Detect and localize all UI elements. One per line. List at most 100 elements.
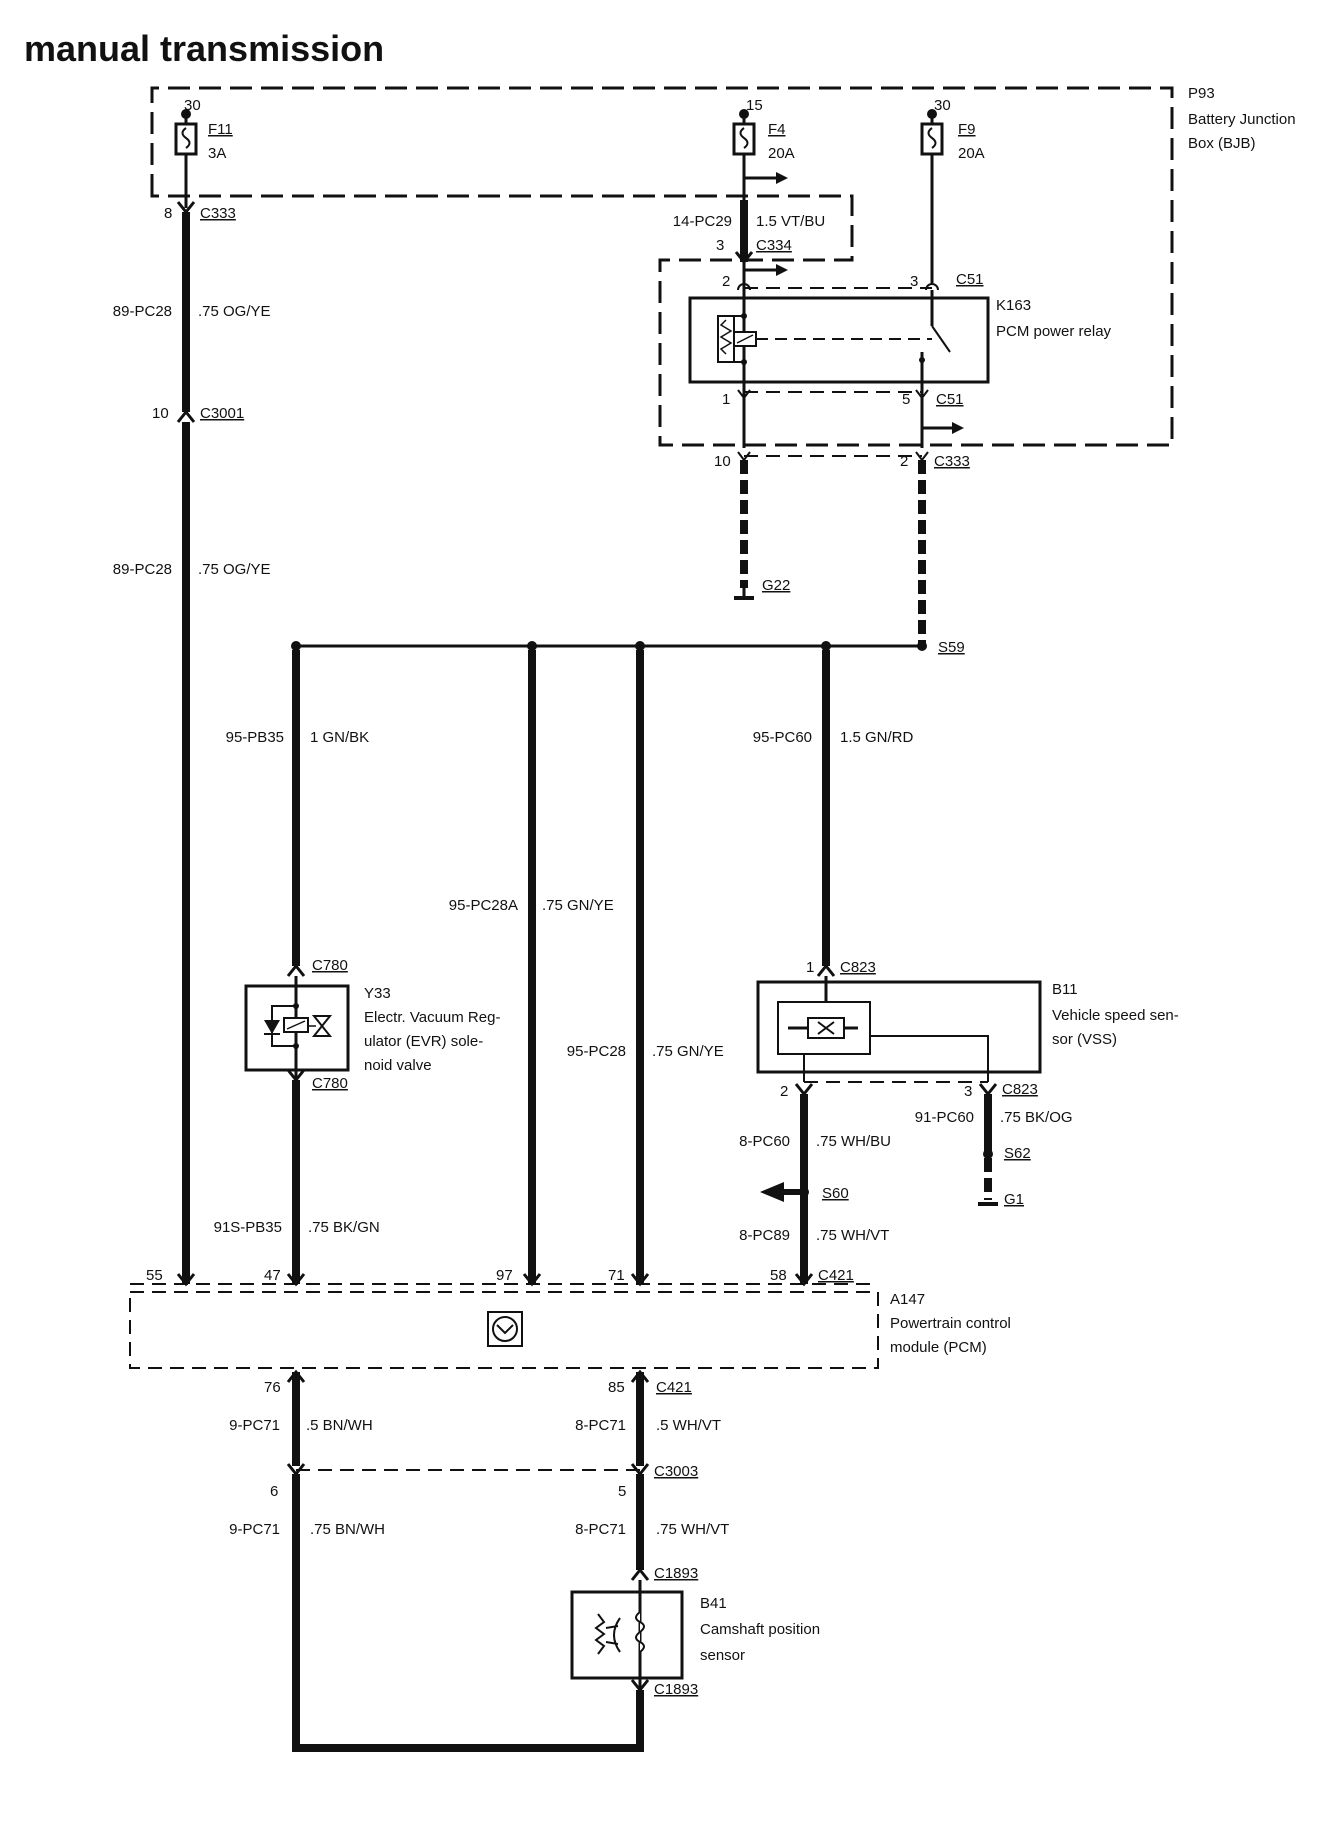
ground-g1-label: G1 bbox=[1004, 1191, 1024, 1208]
wire-pc60-91-circuit: 91-PC60 bbox=[915, 1109, 974, 1126]
splice-s60-label: S60 bbox=[822, 1185, 849, 1202]
evr-name-line2: ulator (EVR) sole- bbox=[364, 1033, 483, 1050]
pcm-outline bbox=[129, 1291, 879, 1369]
wire-pc28-upper-spec: .75 OG/YE bbox=[198, 303, 271, 320]
wire-pc60-95-spec: 1.5 GN/RD bbox=[840, 729, 914, 746]
wire-pc29-circuit: 14-PC29 bbox=[673, 213, 732, 230]
c780-top-id: C780 bbox=[312, 957, 348, 974]
fuse-f11-terminal: 30 bbox=[184, 97, 201, 114]
fuse-f11-id: F11 bbox=[208, 121, 233, 138]
pcm-id: A147 bbox=[890, 1291, 925, 1308]
splice-s62-label: S62 bbox=[1004, 1145, 1031, 1162]
c421-top-pin-71: 71 bbox=[608, 1267, 625, 1284]
relay-k163 bbox=[688, 290, 990, 384]
vss-name-line2: sor (VSS) bbox=[1052, 1031, 1117, 1048]
c333-bottom-pin-right: 2 bbox=[900, 453, 908, 470]
c421-bottom-pin-85: 85 bbox=[608, 1379, 625, 1396]
c334-id: C334 bbox=[756, 237, 792, 254]
c421-top-pin-58: 58 bbox=[770, 1267, 787, 1284]
c421-bottom-id: C421 bbox=[656, 1379, 692, 1396]
bjb-id: P93 bbox=[1188, 85, 1215, 102]
wire-pb35-spec: 1 GN/BK bbox=[310, 729, 369, 746]
cmp-id: B41 bbox=[700, 1595, 727, 1612]
wire-pc28-95-circuit: 95-PC28 bbox=[567, 1043, 626, 1060]
relay-id: K163 bbox=[996, 297, 1031, 314]
bjb-name-line1: Battery Junction bbox=[1188, 111, 1296, 128]
c823-bottom-pin-left: 2 bbox=[780, 1083, 788, 1100]
c780-bottom-id: C780 bbox=[312, 1075, 348, 1092]
c421-top-pin-55: 55 bbox=[146, 1267, 163, 1284]
cmp-name-line2: sensor bbox=[700, 1647, 745, 1664]
pcm-icon bbox=[487, 1311, 523, 1347]
c333-bottom-id: C333 bbox=[934, 453, 970, 470]
pcm-name-line1: Powertrain control bbox=[890, 1315, 1011, 1332]
camshaft-sensor bbox=[570, 1580, 684, 1690]
c1893-bottom-id: C1893 bbox=[654, 1681, 698, 1698]
wire-pc28-lower-spec: .75 OG/YE bbox=[198, 561, 271, 578]
wire-pc60-91-spec: .75 BK/OG bbox=[1000, 1109, 1073, 1126]
wire-pc71-9a-spec: .5 BN/WH bbox=[306, 1417, 373, 1434]
c51-top-pin-right: 3 bbox=[910, 273, 918, 290]
cmp-name-line1: Camshaft position bbox=[700, 1621, 820, 1638]
c421-top-pin-97: 97 bbox=[496, 1267, 513, 1284]
c421-top-pin-47: 47 bbox=[264, 1267, 281, 1284]
evr-name-line1: Electr. Vacuum Reg- bbox=[364, 1009, 500, 1026]
bjb-name-line2: Box (BJB) bbox=[1188, 135, 1256, 152]
branch-arrow-f4 bbox=[776, 172, 788, 184]
c51-top-pin-left: 2 bbox=[722, 273, 730, 290]
c421-top-id: C421 bbox=[818, 1267, 854, 1284]
c51-bottom-pin-left: 1 bbox=[722, 391, 730, 408]
wire-pc29-spec: 1.5 VT/BU bbox=[756, 213, 825, 230]
c823-top-pin: 1 bbox=[806, 959, 814, 976]
wire-pc28a-circuit: 95-PC28A bbox=[449, 897, 518, 914]
fuse-f4-rating: 20A bbox=[768, 145, 795, 162]
fuse-f9-terminal: 30 bbox=[934, 97, 951, 114]
wire-pc71-8a-spec: .5 WH/VT bbox=[656, 1417, 721, 1434]
wire-pc71-9b-circuit: 9-PC71 bbox=[229, 1521, 280, 1538]
c823-bottom-id: C823 bbox=[1002, 1081, 1038, 1098]
c823-top-id: C823 bbox=[840, 959, 876, 976]
fuse-f4-terminal: 15 bbox=[746, 97, 763, 114]
wire-pc71-8b-circuit: 8-PC71 bbox=[575, 1521, 626, 1538]
splice-s59-label: S59 bbox=[938, 639, 965, 656]
pcm-name-line2: module (PCM) bbox=[890, 1339, 987, 1356]
page-title: manual transmission bbox=[24, 28, 385, 69]
evr-solenoid bbox=[244, 976, 350, 1080]
wire-pc28-lower-circuit: 89-PC28 bbox=[113, 561, 172, 578]
evr-name-line3: noid valve bbox=[364, 1057, 432, 1074]
fuse-f9-rating: 20A bbox=[958, 145, 985, 162]
wire-pc28a-spec: .75 GN/YE bbox=[542, 897, 614, 914]
c3001-id: C3001 bbox=[200, 405, 244, 422]
wire-pc71-8b-spec: .75 WH/VT bbox=[656, 1521, 729, 1538]
evr-id: Y33 bbox=[364, 985, 391, 1002]
wire-pc28-upper-circuit: 89-PC28 bbox=[113, 303, 172, 320]
wire-pb35-91s-circuit: 91S-PB35 bbox=[214, 1219, 282, 1236]
c51-bottom-pin-right: 5 bbox=[902, 391, 910, 408]
c3003-pin-5: 5 bbox=[618, 1483, 626, 1500]
c334-pin: 3 bbox=[716, 237, 724, 254]
wire-pc60-95-circuit: 95-PC60 bbox=[753, 729, 812, 746]
wire-pb35-circuit: 95-PB35 bbox=[226, 729, 284, 746]
wire-pc71-9b-spec: .75 BN/WH bbox=[310, 1521, 385, 1538]
c333-bottom-pin-left: 10 bbox=[714, 453, 731, 470]
vss-name-line1: Vehicle speed sen- bbox=[1052, 1007, 1179, 1024]
wire-pc28-95-spec: .75 GN/YE bbox=[652, 1043, 724, 1060]
wire-return-loop bbox=[292, 1690, 644, 1752]
wire-pc89-spec: .75 WH/VT bbox=[816, 1227, 889, 1244]
wire-pb35-91s-spec: .75 BK/GN bbox=[308, 1219, 380, 1236]
splice-s60-arrow bbox=[760, 1182, 784, 1202]
fuse-f4: 15 F4 20A bbox=[732, 97, 795, 208]
c333-top-pin: 8 bbox=[164, 205, 172, 222]
relay-name: PCM power relay bbox=[996, 323, 1112, 340]
fuse-f11-rating: 3A bbox=[208, 145, 226, 162]
c823-bottom-pin-right: 3 bbox=[964, 1083, 972, 1100]
c51-bottom-id: C51 bbox=[936, 391, 964, 408]
c333-top-id: C333 bbox=[200, 205, 236, 222]
c3001-pin: 10 bbox=[152, 405, 169, 422]
wire-pc60-8-spec: .75 WH/BU bbox=[816, 1133, 891, 1150]
vss-id: B11 bbox=[1052, 981, 1078, 998]
vss-sensor bbox=[756, 976, 1042, 1082]
fuse-f9-id: F9 bbox=[958, 121, 976, 138]
